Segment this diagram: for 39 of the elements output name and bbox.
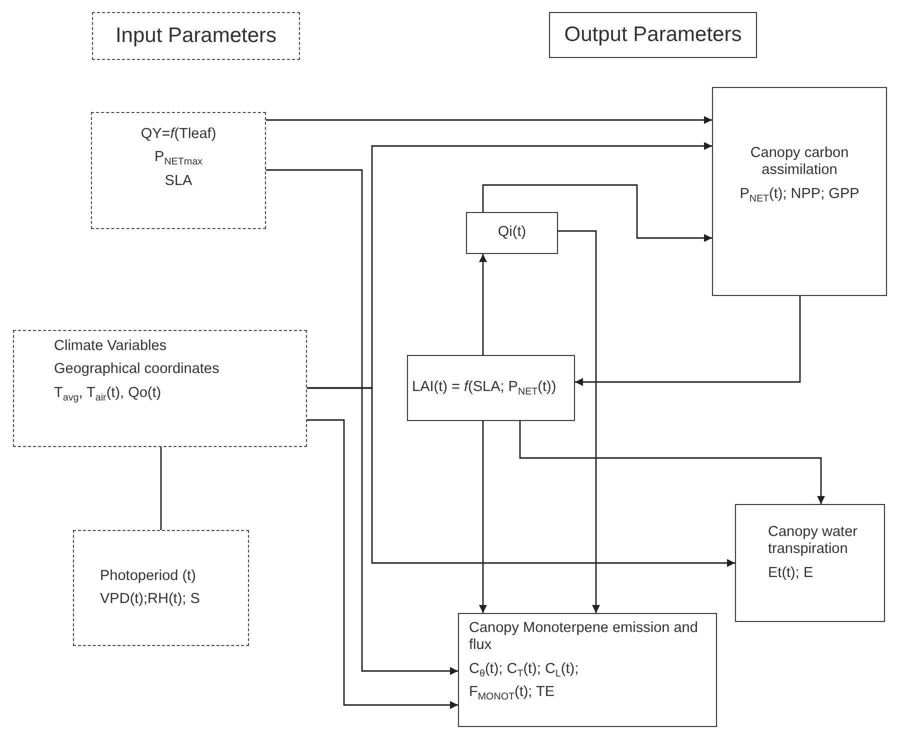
node-text: F$_{MONOT}$(t); TE	[469, 684, 556, 702]
arrow	[307, 419, 458, 709]
node-text: QY=f(Tleaf)	[140, 126, 216, 144]
output-box	[458, 613, 717, 727]
node-text: Output Parameters	[564, 22, 742, 48]
node-text: Climate Variables	[54, 338, 168, 356]
arrow	[307, 387, 735, 567]
process-box	[466, 212, 558, 254]
arrow	[266, 116, 712, 124]
output-box	[735, 504, 885, 622]
arrow	[479, 421, 487, 613]
node-text: Canopy Monoterpene emission and flux	[469, 620, 699, 655]
arrow	[482, 184, 712, 242]
input-box	[73, 530, 249, 646]
process-box	[407, 355, 575, 421]
arrow	[558, 230, 600, 613]
node-text: Photoperiod (t)	[100, 568, 197, 585]
node-text: SLA	[164, 172, 192, 190]
heading-box	[92, 12, 300, 60]
node-text: Geographical coordinates	[54, 361, 220, 379]
node-text: C$_{θ}$(t); C$_{T}$(t); C$_{L}$(t);	[469, 660, 580, 678]
heading-box	[549, 12, 757, 58]
input-box	[91, 112, 266, 229]
output-box	[712, 87, 887, 296]
arrow	[575, 296, 801, 386]
node-text: VPD(t);RH(t); S	[100, 591, 201, 608]
node-text: P$_{NET}$(t); NPP; GPP	[740, 186, 860, 204]
node-text: Canopy water transpiration	[768, 524, 858, 559]
node-text: P$_{NETmax}$	[154, 149, 202, 167]
node-text: Et(t); E	[768, 564, 814, 582]
arrow	[479, 254, 487, 355]
arrow	[519, 421, 825, 504]
node-text: Qi(t)	[498, 224, 526, 242]
arrow	[266, 169, 458, 675]
node-text: Canopy carbon assimilation	[749, 145, 850, 180]
node-text: Input Parameters	[115, 23, 277, 49]
node-text: T$_{avg}$, T$_{air}$(t), Qo(t)	[54, 384, 162, 402]
node-text: LAI(t) = f(SLA; P$_{NET}$(t))	[412, 379, 558, 397]
input-box	[13, 330, 307, 447]
